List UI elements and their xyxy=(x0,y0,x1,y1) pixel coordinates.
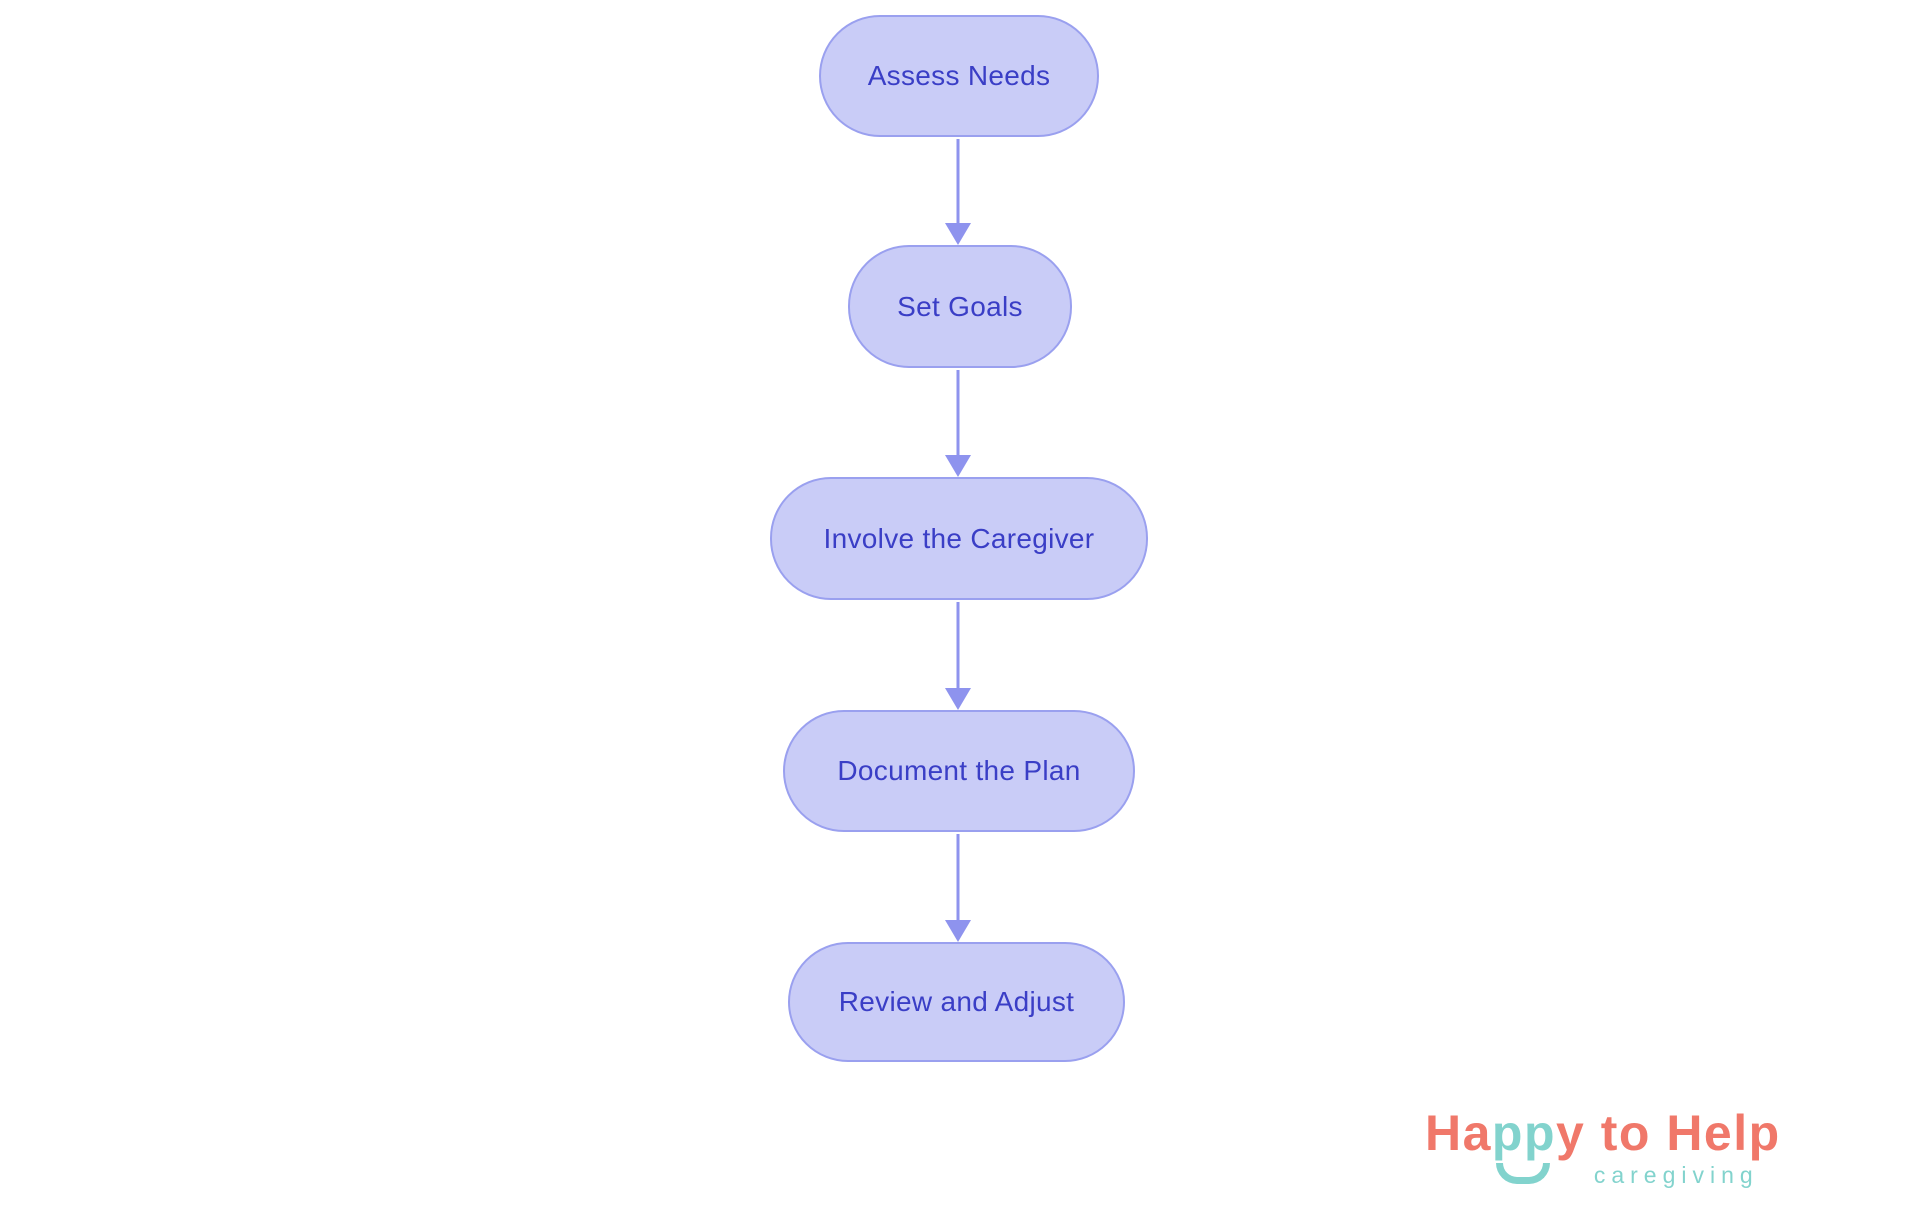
connector-4 xyxy=(945,834,971,942)
connector-line xyxy=(956,834,960,923)
connector-3 xyxy=(945,602,971,710)
arrowhead-icon xyxy=(945,223,971,245)
logo-part-ha: Ha xyxy=(1425,1105,1492,1161)
logo-part-help: Help xyxy=(1666,1105,1781,1161)
logo-pp-text: pp xyxy=(1491,1105,1557,1161)
node-label: Document the Plan xyxy=(837,755,1081,786)
arrowhead-icon xyxy=(945,688,971,710)
node-label: Assess Needs xyxy=(867,60,1051,91)
node-document-plan: Document the Plan xyxy=(783,710,1135,832)
smile-icon xyxy=(1495,1163,1551,1184)
logo-part-pp: pp xyxy=(1491,1105,1557,1184)
node-review-adjust: Review and Adjust xyxy=(788,942,1125,1062)
logo-part-y: y xyxy=(1556,1105,1586,1161)
node-assess-needs: Assess Needs xyxy=(819,15,1099,137)
logo-subtitle: caregiving xyxy=(1593,1162,1759,1188)
connector-line xyxy=(956,370,960,458)
arrowhead-icon xyxy=(945,920,971,942)
node-label: Set Goals xyxy=(897,290,1023,322)
arrowhead-icon xyxy=(945,455,971,477)
connector-line xyxy=(956,139,960,226)
node-label: Involve the Caregiver xyxy=(823,522,1095,554)
node-involve-caregiver: Involve the Caregiver xyxy=(770,477,1148,600)
connector-1 xyxy=(945,139,971,245)
connector-2 xyxy=(945,370,971,477)
node-set-goals: Set Goals xyxy=(848,245,1072,368)
connector-line xyxy=(956,602,960,691)
node-label: Review and Adjust xyxy=(838,986,1075,1017)
logo-part-to: to xyxy=(1585,1105,1667,1161)
